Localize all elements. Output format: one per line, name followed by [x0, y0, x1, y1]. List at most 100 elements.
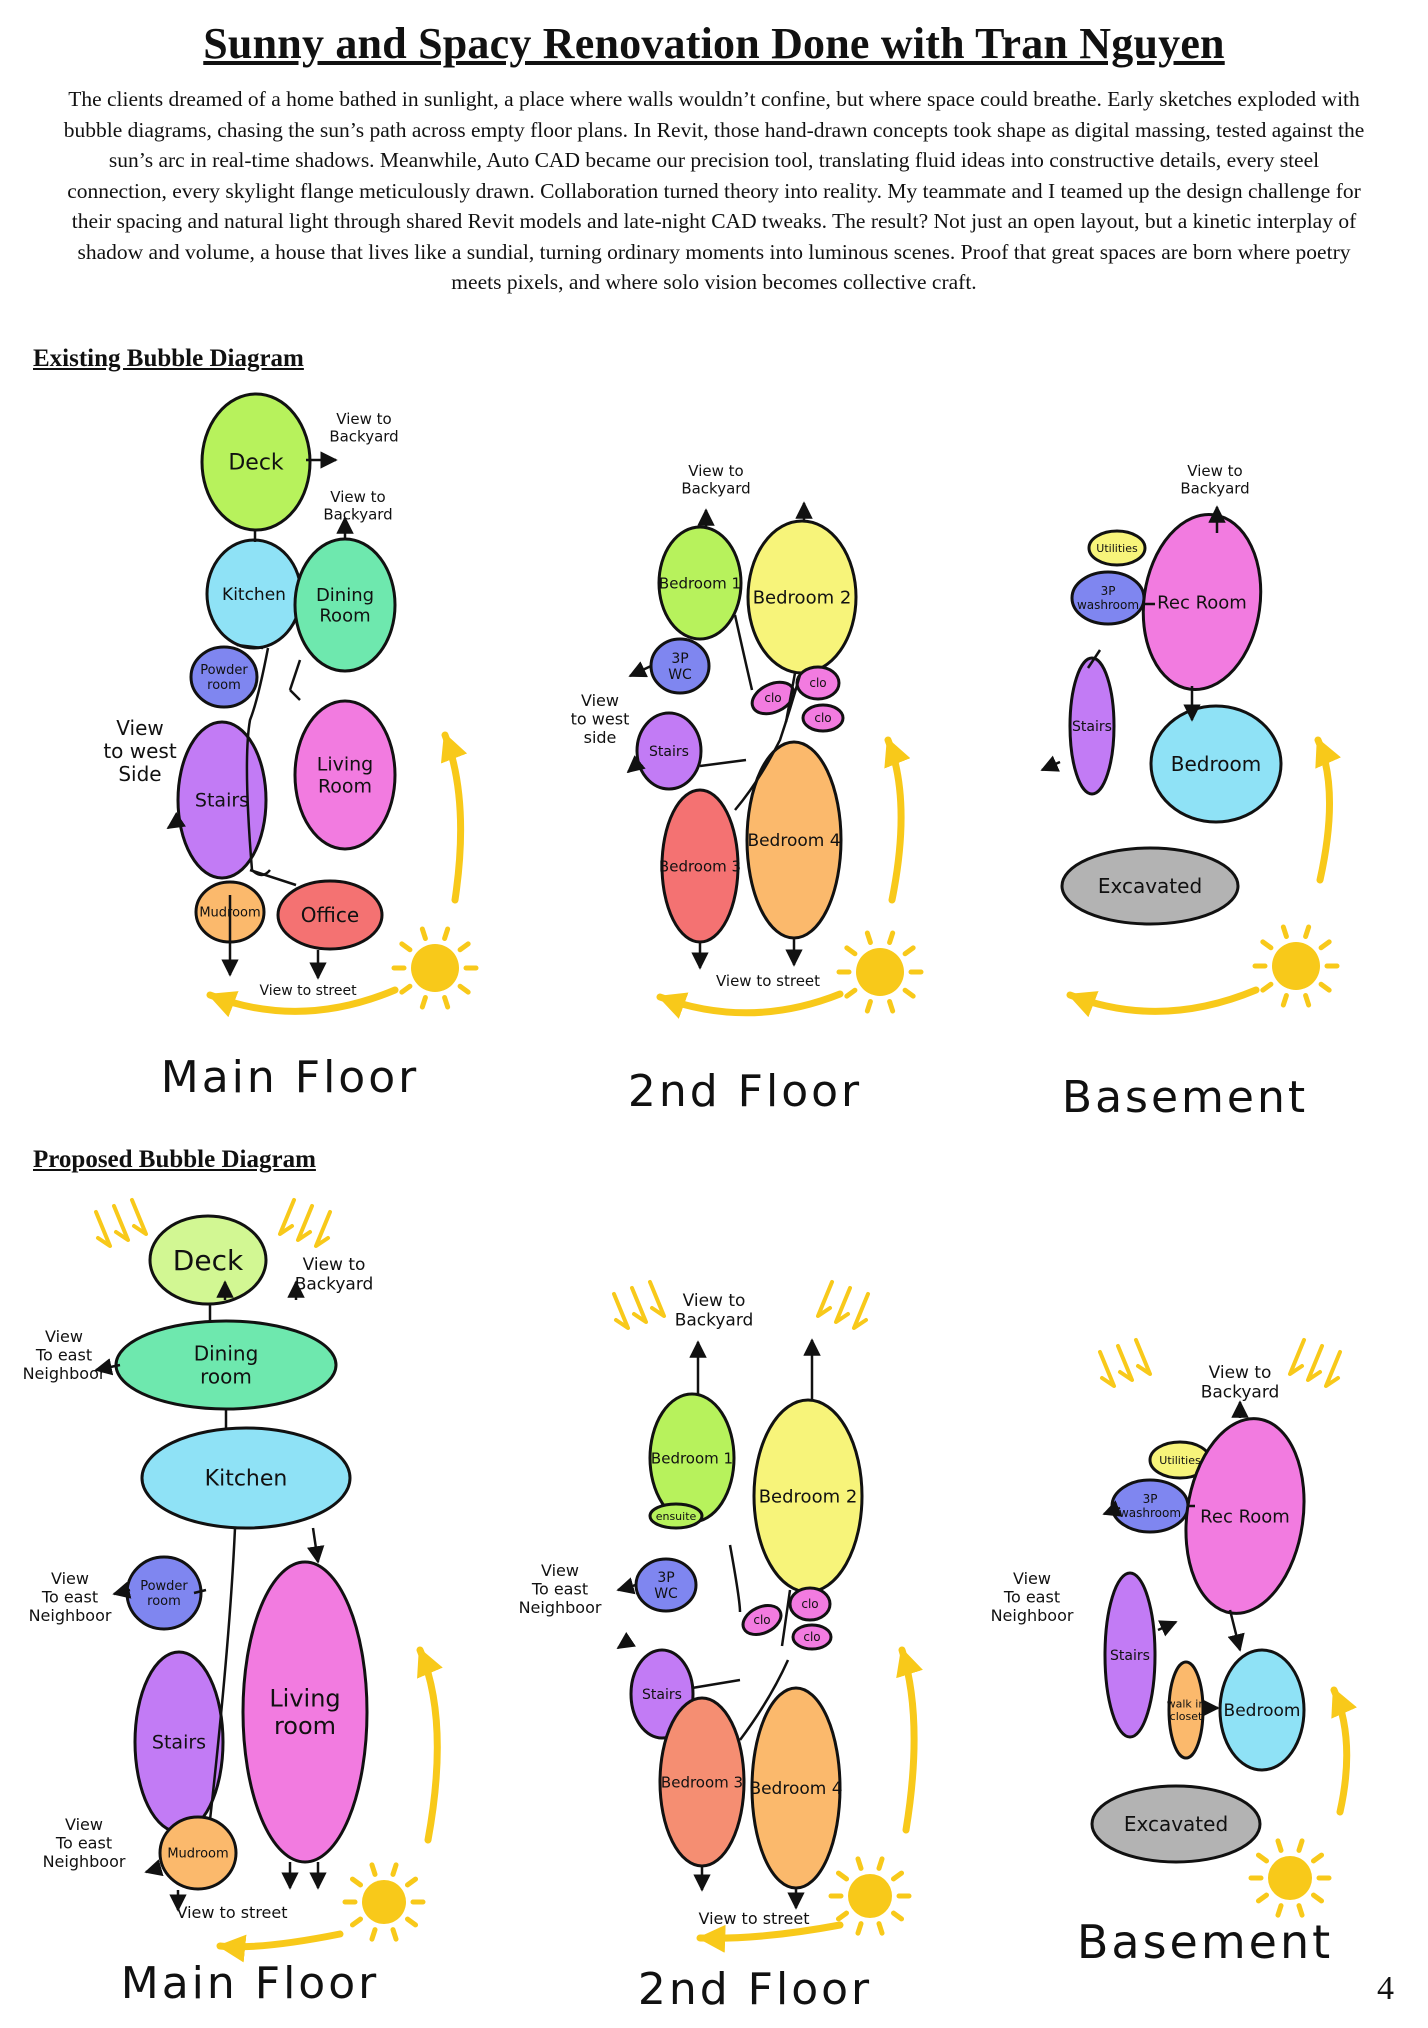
sun-ray	[1303, 992, 1312, 1008]
sun-icon	[362, 1880, 406, 1924]
sun-ray	[1280, 924, 1289, 940]
view-arrow	[144, 1859, 164, 1877]
view-annotation: View to street	[259, 983, 357, 999]
sun-ray	[442, 994, 451, 1010]
bubble-stairs	[176, 720, 268, 880]
bubble-label: Bedroom	[1224, 1701, 1301, 1721]
bubble-bedroom	[1149, 704, 1283, 824]
sunlight-arrow	[1288, 1338, 1306, 1376]
bubble-clo	[801, 703, 845, 733]
bubble-label: clo	[764, 691, 781, 705]
sun-ray	[890, 1910, 905, 1922]
sun-ray	[855, 1856, 864, 1871]
view-arrow	[112, 1581, 132, 1599]
sunlight-arrow	[112, 1204, 130, 1242]
bubble-label: Bedroom 3	[659, 857, 741, 875]
sun-path-arrow	[656, 990, 844, 1019]
sun-ray	[390, 1862, 399, 1877]
sun-path-arrow	[440, 731, 468, 904]
bubble-label: clo	[753, 1613, 770, 1627]
page-number: 4	[1377, 1970, 1394, 2007]
bubble-mudroom	[158, 1815, 238, 1891]
view-annotation: View to street	[716, 972, 820, 990]
sun-ray	[442, 926, 451, 942]
view-arrow	[616, 1577, 637, 1595]
sun-ray	[1296, 1903, 1305, 1918]
bubble-label: Bedroom 1	[659, 574, 741, 592]
bubble-label: clo	[814, 711, 831, 725]
floor-label: Basement	[1062, 1072, 1308, 1123]
proposed-section-title: Proposed Bubble Diagram	[33, 1146, 316, 1173]
connection-line	[289, 689, 301, 701]
bubble-label: Bedroom 4	[749, 1779, 842, 1799]
view-arrow	[1157, 1620, 1178, 1637]
sunlight-arrow	[648, 1280, 666, 1318]
bubble-label: Excavated	[1098, 874, 1202, 898]
view-arrow	[1040, 755, 1061, 772]
sunlight-arrow	[612, 1292, 630, 1330]
bubble-bedroom-1	[657, 525, 743, 641]
sun-ray	[835, 1910, 850, 1922]
connection-line	[780, 1589, 792, 1647]
bubble-label: Utilities	[1096, 542, 1138, 555]
connection-line	[208, 1527, 237, 1821]
connection-line	[193, 1588, 207, 1595]
bubble-office	[276, 879, 384, 951]
sun-icon	[1268, 1856, 1312, 1900]
bubble-label: Bedroom 2	[753, 587, 852, 608]
connection-line	[236, 643, 264, 650]
sun-ray	[887, 930, 896, 946]
bubble-clo	[788, 1586, 832, 1622]
sun-ray	[457, 983, 471, 995]
connection-line	[249, 868, 297, 887]
bubble-label: Stairs	[1072, 719, 1112, 735]
sun-ray	[1296, 1838, 1305, 1853]
sun-ray	[844, 987, 858, 999]
sun-ray	[1260, 981, 1274, 993]
sun-icon	[848, 1874, 892, 1918]
bubble-label: Kitchen	[205, 1467, 288, 1492]
floor-label: Basement	[1077, 1915, 1333, 1969]
bubble-label: clo	[803, 1630, 820, 1644]
bubble-label: Bedroom 1	[651, 1449, 733, 1467]
bubble-stairs	[635, 711, 703, 791]
sunlight-arrow	[1116, 1344, 1134, 1382]
sunlight-arrow	[278, 1198, 296, 1236]
sunlight-arrow	[1098, 1350, 1116, 1388]
bubble-clo	[791, 1623, 833, 1651]
sun-ray	[1310, 1892, 1325, 1904]
sun-path-arrow	[416, 1646, 443, 1844]
sun-path-arrow	[1330, 1686, 1357, 1816]
sunlight-arrow	[1134, 1338, 1152, 1376]
sun-ray	[876, 1921, 885, 1936]
connection-line	[288, 659, 302, 691]
sun-ray	[902, 987, 916, 999]
floor-label: Main Floor	[161, 1052, 420, 1103]
sun-path-arrow	[206, 986, 399, 1018]
sun-ray	[844, 945, 858, 957]
sun-ray	[1275, 1903, 1284, 1918]
bubble-label: Stairs	[152, 1732, 206, 1754]
bubble-stairs	[1103, 1571, 1157, 1739]
bubble-label: Rec Room	[1200, 1506, 1290, 1527]
sunlight-arrow	[630, 1286, 648, 1324]
bubble-bedroom	[1218, 1648, 1306, 1772]
bubble-excavated	[1060, 846, 1240, 926]
sun-ray	[876, 1856, 885, 1871]
sun-ray	[1310, 1852, 1325, 1864]
sunlight-arrow	[1324, 1350, 1342, 1388]
sun-ray	[864, 930, 873, 946]
bubble-utilities	[1087, 529, 1147, 567]
sun-ray	[349, 1876, 364, 1888]
bubble-label: Kitchen	[222, 585, 286, 605]
sun-ray	[369, 1862, 378, 1877]
sun-ray	[404, 1876, 419, 1888]
view-arrow	[166, 811, 186, 830]
sun-ray	[369, 1927, 378, 1942]
